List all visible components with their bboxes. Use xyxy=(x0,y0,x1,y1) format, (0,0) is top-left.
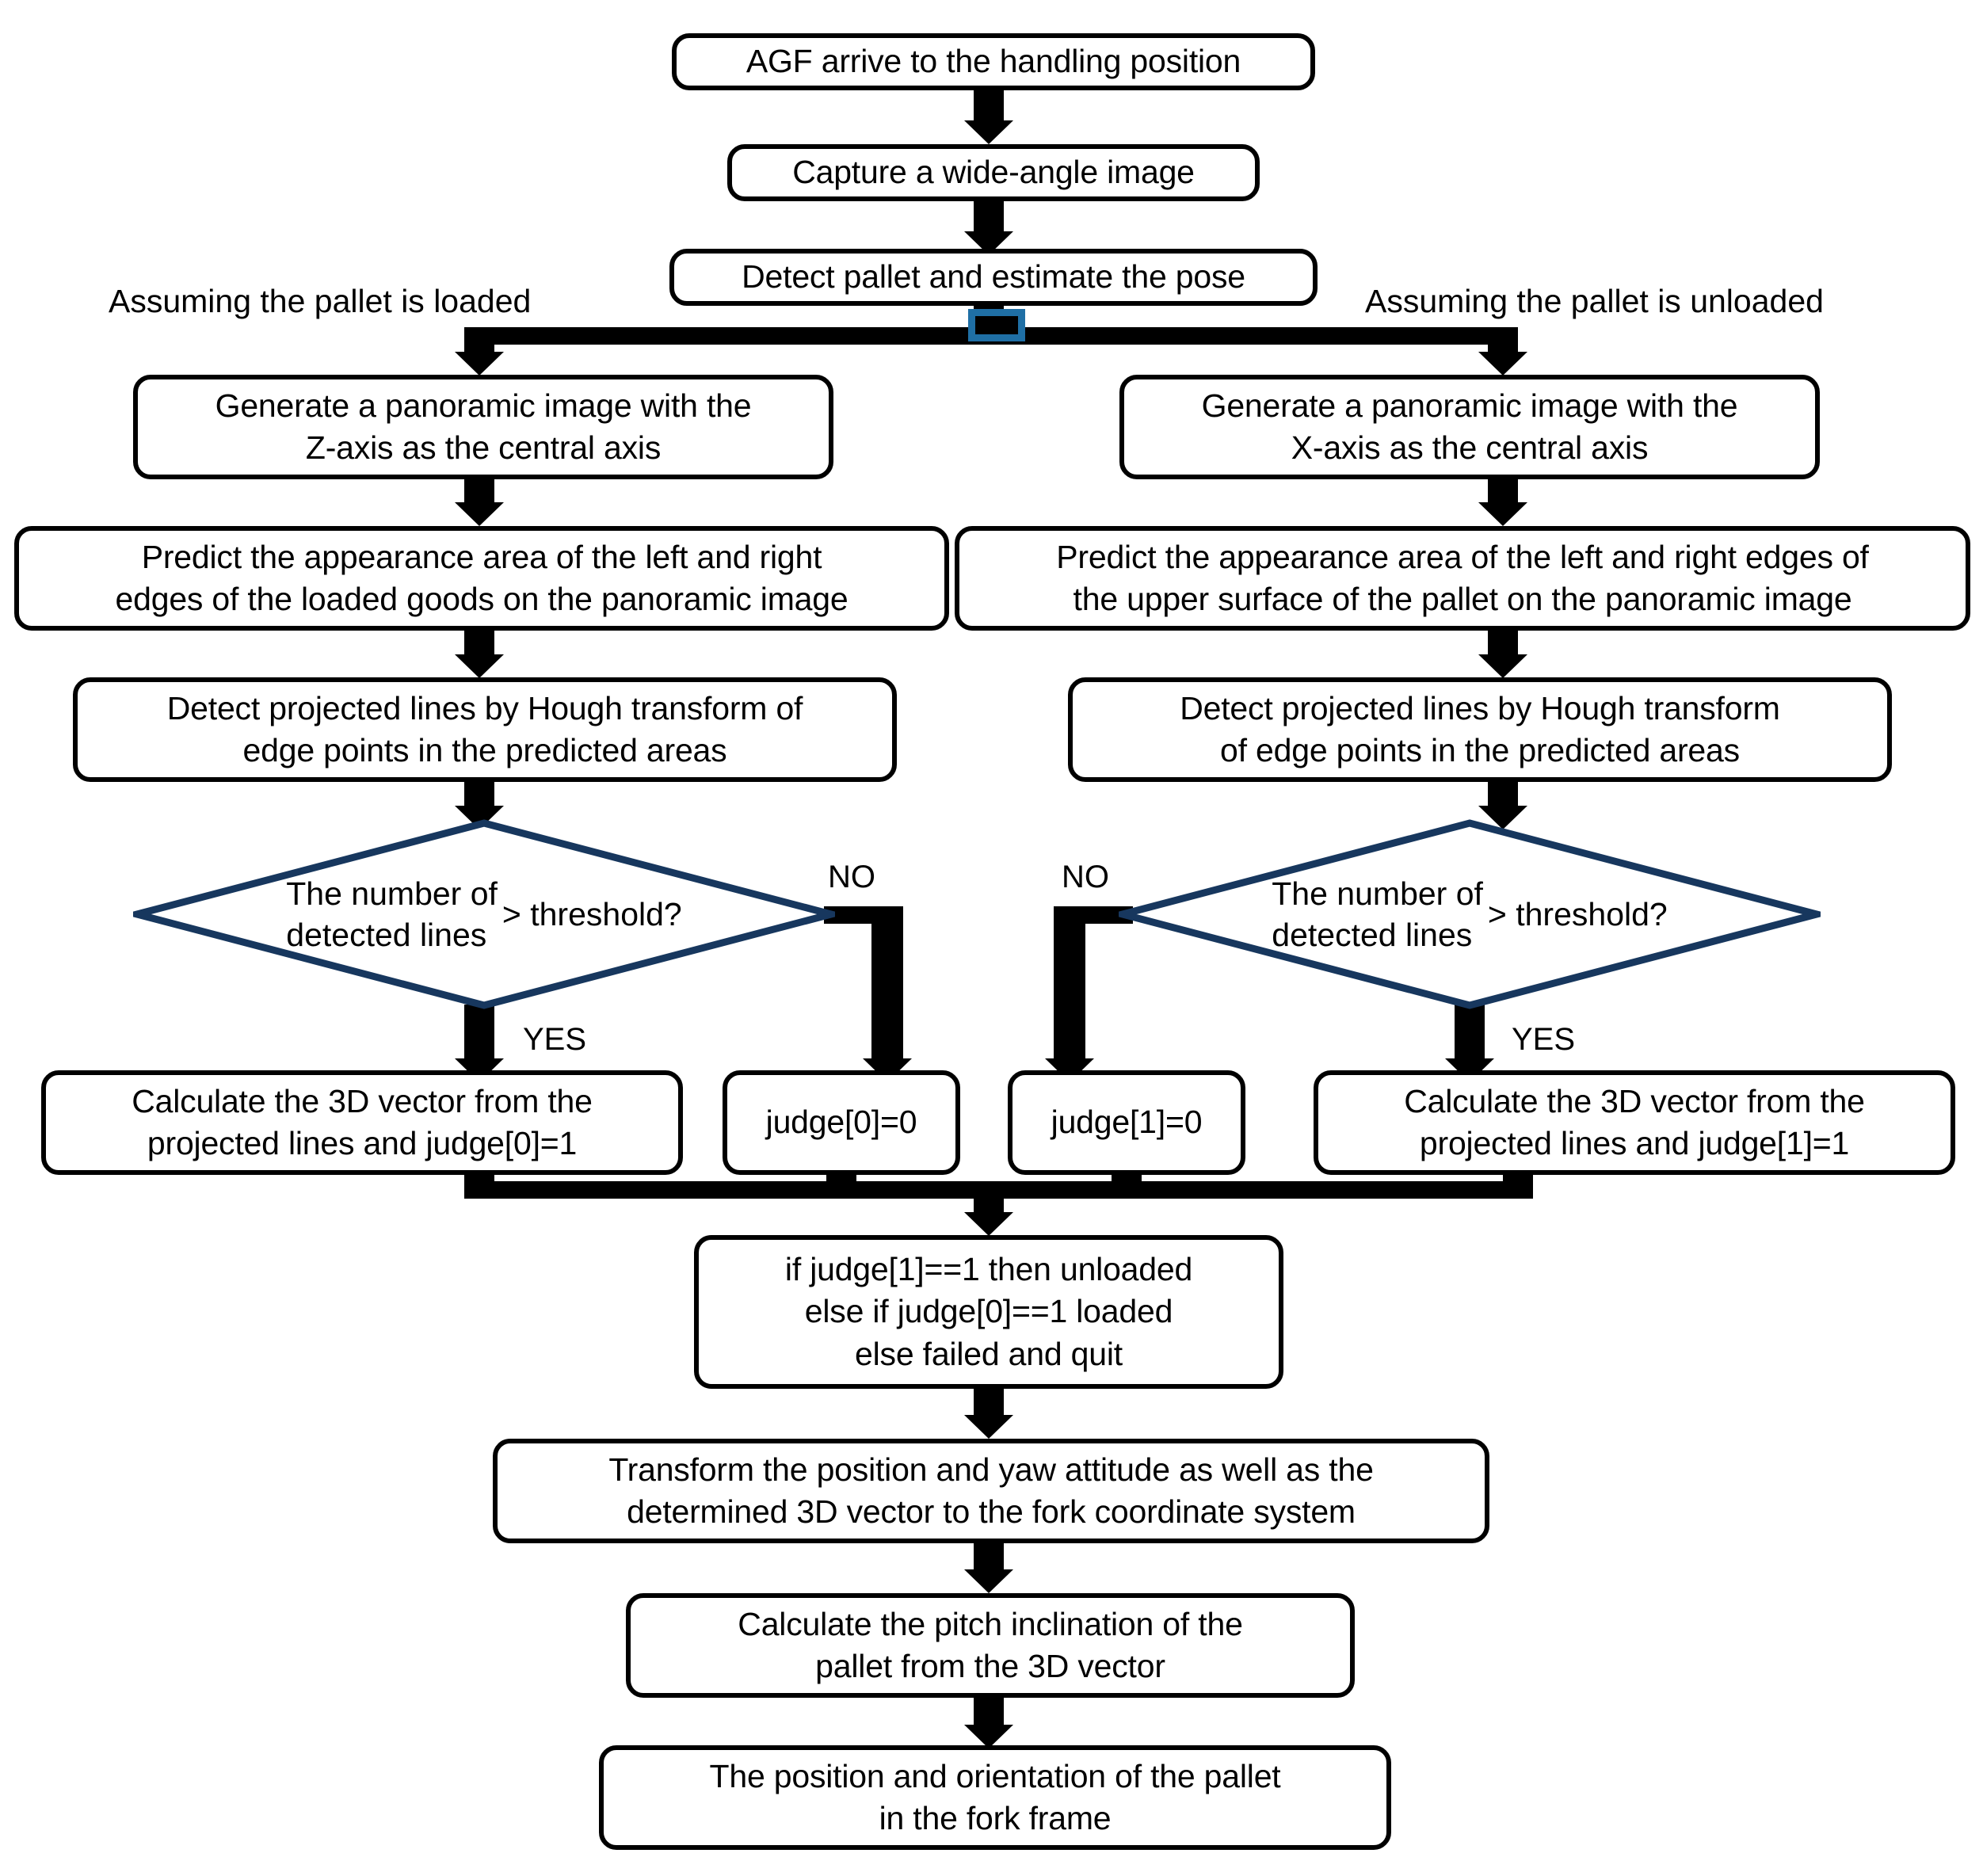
node-judge0-zero-label: judge[0]=0 xyxy=(765,1104,917,1141)
edge-label-right-no: NO xyxy=(1062,860,1109,894)
edge-label-left-no: NO xyxy=(828,860,875,894)
node-judge-logic-line3: else failed and quit xyxy=(855,1335,1123,1372)
node-agf-arrive[interactable]: AGF arrive to the handling position xyxy=(672,33,1315,90)
node-right-calculate-line2: projected lines and judge[1]=1 xyxy=(1419,1125,1850,1161)
decision-right-threshold[interactable]: The number of detected lines > threshold… xyxy=(1119,819,1821,1009)
node-left-predict-line1: Predict the appearance area of the left … xyxy=(141,538,822,575)
node-result-line2: in the fork frame xyxy=(879,1800,1112,1836)
node-right-hough-line1: Detect projected lines by Hough transfor… xyxy=(1180,689,1780,726)
decision-left-shape xyxy=(133,819,835,1009)
node-capture-image[interactable]: Capture a wide-angle image xyxy=(727,144,1260,201)
edge-label-right-yes: YES xyxy=(1512,1022,1576,1057)
node-pitch-line2: pallet from the 3D vector xyxy=(815,1648,1165,1684)
arrowhead-split-left xyxy=(455,352,504,376)
node-left-hough-line2: edge points in the predicted areas xyxy=(242,732,727,768)
arrowhead-left-predict-hough xyxy=(455,654,504,678)
node-transform-line1: Transform the position and yaw attitude … xyxy=(608,1451,1374,1488)
selection-marker[interactable] xyxy=(968,309,1025,341)
node-detect-pallet[interactable]: Detect pallet and estimate the pose xyxy=(669,249,1318,306)
arrowhead-left-gen-predict xyxy=(455,502,504,526)
caption-assume-unloaded: Assuming the pallet is unloaded xyxy=(1365,283,1824,319)
node-transform-coordinates[interactable]: Transform the position and yaw attitude … xyxy=(493,1439,1489,1543)
node-agf-arrive-label: AGF arrive to the handling position xyxy=(746,43,1241,80)
node-left-calculate-vector[interactable]: Calculate the 3D vector from the project… xyxy=(41,1070,683,1175)
arrowhead-right-gen-predict xyxy=(1478,502,1527,526)
arrowhead-n1-n2 xyxy=(964,120,1013,144)
node-calculate-pitch[interactable]: Calculate the pitch inclination of the p… xyxy=(626,1593,1355,1698)
edge-label-left-yes: YES xyxy=(523,1022,587,1057)
node-right-hough[interactable]: Detect projected lines by Hough transfor… xyxy=(1068,677,1892,782)
decision-left-threshold[interactable]: The number of detected lines > threshold… xyxy=(133,819,835,1009)
node-right-hough-line2: of edge points in the predicted areas xyxy=(1220,732,1740,768)
node-judge-decision-logic[interactable]: if judge[1]==1 then unloaded else if jud… xyxy=(694,1235,1283,1389)
arrowhead-right-predict-hough xyxy=(1478,654,1527,678)
node-left-hough-line1: Detect projected lines by Hough transfor… xyxy=(166,689,803,726)
connector-right-yes xyxy=(1455,1005,1485,1066)
node-detect-pallet-label: Detect pallet and estimate the pose xyxy=(742,258,1245,296)
node-left-predict-line2: edges of the loaded goods on the panoram… xyxy=(115,581,848,617)
node-pitch-line1: Calculate the pitch inclination of the xyxy=(738,1605,1243,1642)
arrowhead-transform-pitch xyxy=(964,1569,1013,1593)
node-capture-image-label: Capture a wide-angle image xyxy=(792,154,1195,191)
node-result-pose[interactable]: The position and orientation of the pall… xyxy=(599,1745,1391,1850)
node-judge-logic-line2: else if judge[0]==1 loaded xyxy=(804,1293,1173,1330)
node-left-generate-line2: Z-axis as the central axis xyxy=(305,429,662,466)
node-right-calculate-line1: Calculate the 3D vector from the xyxy=(1404,1082,1865,1119)
node-left-calculate-line2: projected lines and judge[0]=1 xyxy=(147,1125,578,1161)
arrowhead-split-right xyxy=(1478,352,1527,376)
node-right-predict-line2: the upper surface of the pallet on the p… xyxy=(1073,581,1852,617)
connector-right-no-vertical xyxy=(1054,906,1085,1066)
arrowhead-merge-drop xyxy=(964,1212,1013,1236)
connector-left-no-vertical xyxy=(871,906,903,1066)
arrowhead-pitch-result xyxy=(964,1725,1013,1748)
node-left-predict-area[interactable]: Predict the appearance area of the left … xyxy=(14,526,949,631)
node-right-predict-area[interactable]: Predict the appearance area of the left … xyxy=(955,526,1970,631)
connector-left-yes xyxy=(464,1005,494,1066)
node-right-generate-panorama[interactable]: Generate a panoramic image with the X-ax… xyxy=(1119,375,1820,479)
node-right-calculate-vector[interactable]: Calculate the 3D vector from the project… xyxy=(1314,1070,1955,1175)
decision-right-shape xyxy=(1119,819,1821,1009)
node-judge1-zero-label: judge[1]=0 xyxy=(1051,1104,1203,1141)
node-right-generate-line1: Generate a panoramic image with the xyxy=(1201,387,1738,424)
node-left-hough[interactable]: Detect projected lines by Hough transfor… xyxy=(73,677,897,782)
node-left-generate-panorama[interactable]: Generate a panoramic image with the Z-ax… xyxy=(133,375,833,479)
node-left-calculate-line1: Calculate the 3D vector from the xyxy=(132,1082,593,1119)
node-result-line1: The position and orientation of the pall… xyxy=(709,1757,1281,1794)
node-judge0-zero[interactable]: judge[0]=0 xyxy=(723,1070,960,1175)
arrowhead-logic-transform xyxy=(964,1415,1013,1439)
node-judge-logic-line1: if judge[1]==1 then unloaded xyxy=(784,1251,1193,1288)
node-right-predict-line1: Predict the appearance area of the left … xyxy=(1056,538,1869,575)
node-right-generate-line2: X-axis as the central axis xyxy=(1291,429,1649,466)
node-left-generate-line1: Generate a panoramic image with the xyxy=(215,387,752,424)
node-judge1-zero[interactable]: judge[1]=0 xyxy=(1008,1070,1245,1175)
node-transform-line2: determined 3D vector to the fork coordin… xyxy=(627,1493,1356,1530)
caption-assume-loaded: Assuming the pallet is loaded xyxy=(109,283,532,319)
